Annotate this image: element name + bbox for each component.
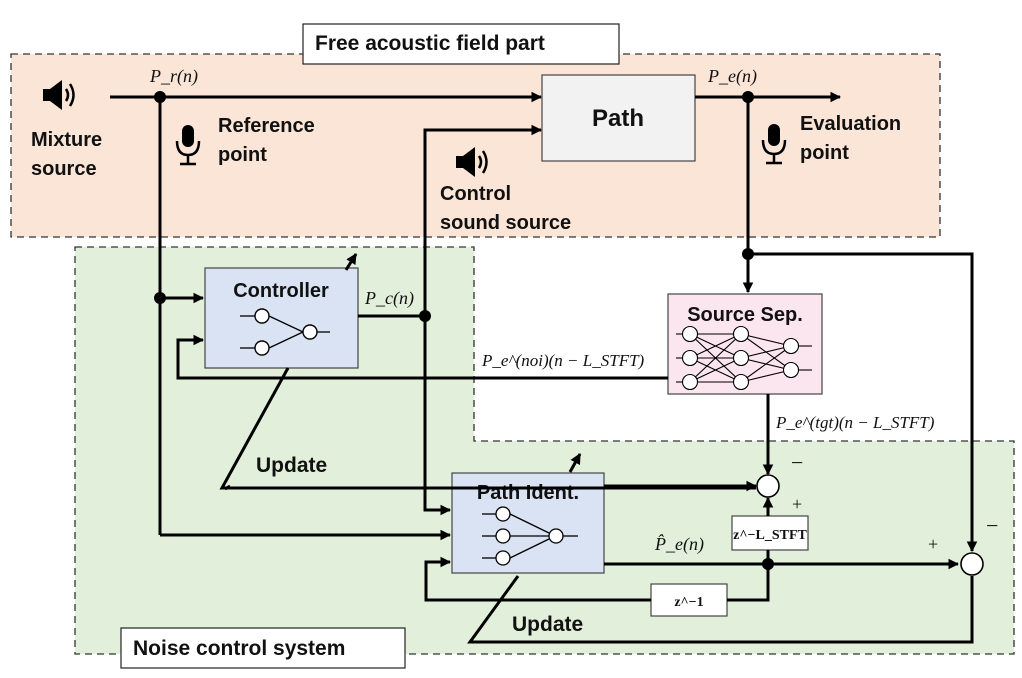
delay-stft-block — [731, 515, 809, 551]
signal-pe-tgt: P_e^(tgt)(n − L_STFT) — [775, 413, 935, 432]
control-sound-source-label: sound source — [440, 212, 571, 234]
sign-label: + — [792, 494, 802, 514]
controller-block-label: Controller — [233, 280, 329, 302]
svg-text:Noise control system: Noise control system — [133, 637, 345, 660]
signal-lines — [110, 91, 978, 644]
sign-label: − — [791, 450, 803, 475]
summing-junction-2 — [960, 552, 984, 576]
sign-label: − — [986, 513, 998, 538]
update-label: Update — [256, 454, 327, 477]
path-block-label: Path — [592, 105, 644, 132]
controller-block — [204, 267, 359, 369]
signal-pe: P_e(n) — [707, 66, 757, 87]
delay-stft-label: z^−L_STFT — [733, 528, 807, 543]
mixture-source-label: Mixture — [31, 129, 102, 151]
delay-one-label: z^−1 — [674, 595, 703, 610]
sign-label: + — [928, 534, 938, 554]
signal-pe-hat: P̂_e(n) — [654, 534, 704, 555]
update-label: Update — [512, 613, 583, 636]
free-field-title: Free acoustic field part — [302, 23, 620, 65]
summing-junction-1 — [756, 474, 780, 498]
reference-point-label: Reference — [218, 115, 315, 137]
mixture-source-label: source — [31, 158, 97, 180]
neural-network-icon — [676, 325, 812, 391]
signal-pr: P_r(n) — [149, 66, 198, 87]
reference-point-label: point — [218, 144, 267, 166]
signal-pe-noi: P_e^(noi)(n − L_STFT) — [481, 351, 645, 370]
control-sound-source-label: Control — [440, 183, 511, 205]
evaluation-point-label: point — [800, 142, 849, 164]
svg-text:Free acoustic field part: Free acoustic field part — [315, 32, 545, 55]
junction-dots — [154, 91, 774, 570]
path-block — [541, 74, 696, 162]
noise-control-title: Noise control system — [120, 627, 406, 669]
neural-network-icon — [482, 506, 578, 566]
signal-pc: P_c(n) — [364, 288, 414, 309]
evaluation-point-label: Evaluation — [800, 113, 901, 135]
source-sep-block-label: Source Sep. — [687, 304, 803, 326]
path-ident-block-label: Path Ident. — [477, 482, 579, 504]
